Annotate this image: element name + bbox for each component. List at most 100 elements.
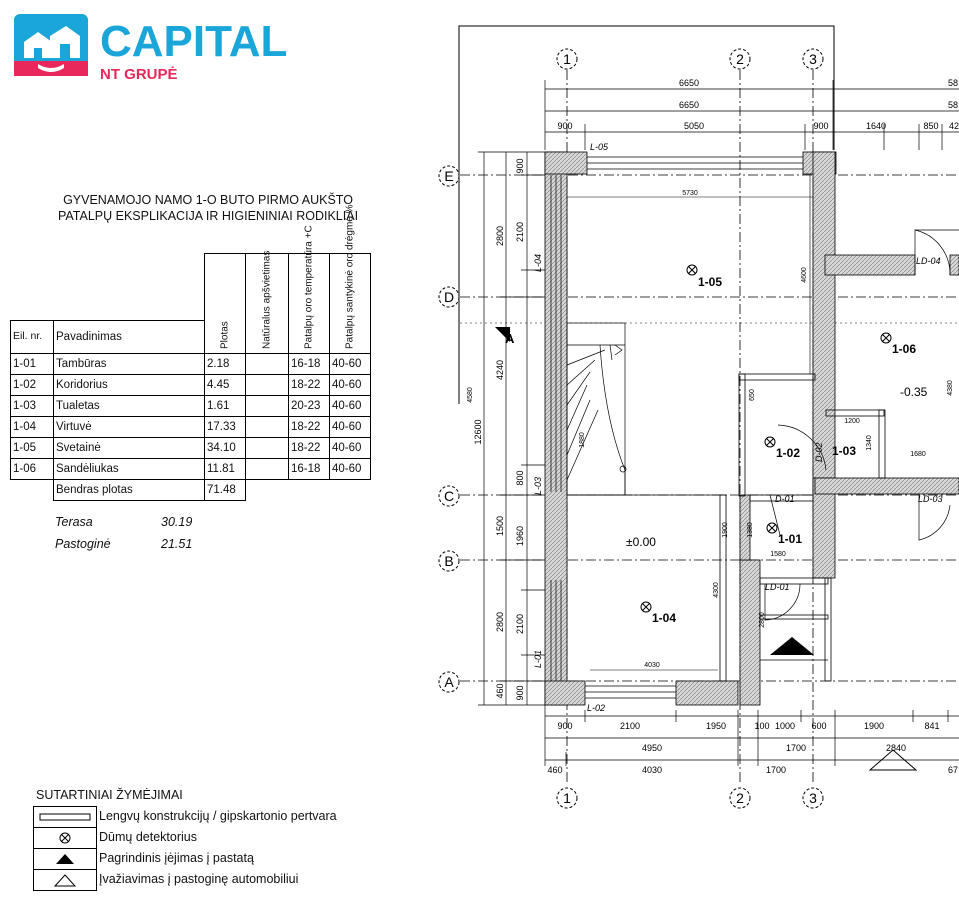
svg-text:100: 100 [754, 721, 769, 731]
svg-text:1900: 1900 [722, 522, 729, 538]
svg-text:2800: 2800 [495, 226, 505, 246]
explication-table: Plotas Natūralus apšvietimas Patalpų oro… [10, 204, 371, 501]
company-logo: CAPITAL NT GRUPĖ [14, 12, 288, 83]
svg-text:2100: 2100 [620, 721, 640, 731]
axis-bubble-D: D [438, 286, 460, 308]
main-entrance-marker [770, 637, 814, 655]
cell-humidity: 40-60 [329, 394, 371, 417]
svg-text:5730: 5730 [682, 190, 698, 197]
svg-text:2800: 2800 [759, 612, 766, 628]
svg-text:1960: 1960 [515, 526, 525, 546]
dimension-lines-left [478, 151, 545, 706]
cell-nr: 1-03 [10, 394, 54, 417]
legend-item-main-entrance: Pagrindinis įėjimas į pastatą [33, 848, 363, 870]
svg-text:1680: 1680 [910, 451, 926, 458]
level-mark-storage: -0.35 [900, 385, 928, 399]
svg-text:5050: 5050 [684, 121, 704, 131]
axis-bubble-1-bottom: 1 [556, 787, 578, 809]
svg-text:1: 1 [563, 51, 571, 67]
svg-text:1200: 1200 [844, 418, 860, 425]
svg-text:2100: 2100 [515, 614, 525, 634]
svg-text:12600: 12600 [473, 419, 483, 444]
svg-text:L-04: L-04 [533, 254, 543, 272]
svg-text:1-02: 1-02 [776, 446, 800, 460]
explication-title: GYVENAMOJO NAMO 1-O BUTO PIRMO AUKŠTO PA… [28, 192, 388, 224]
cell-nr: 1-04 [10, 415, 54, 438]
cell-humidity: 40-60 [329, 415, 371, 438]
cell-nr: 1-01 [10, 352, 54, 375]
terrace-outline [458, 25, 835, 404]
svg-text:58: 58 [948, 78, 958, 88]
axis-bubble-B: B [438, 550, 460, 572]
table-header-row: Plotas Natūralus apšvietimas Patalpų oro… [10, 204, 371, 354]
svg-text:1700: 1700 [786, 743, 806, 753]
svg-text:1950: 1950 [706, 721, 726, 731]
svg-text:850: 850 [923, 121, 938, 131]
svg-text:2: 2 [736, 51, 744, 67]
title-line-2: PATALPŲ EKSPLIKACIJA IR HIGIENINIAI RODI… [57, 209, 359, 223]
room-tags: 1-05 1-06 1-03 1-02 1-01 1-04 [640, 264, 916, 625]
room-tag-1-03: 1-03 [832, 444, 856, 458]
partition-line-icon [39, 813, 91, 821]
walls [544, 151, 959, 706]
cell-name: Virtuvė [53, 415, 205, 438]
cell-temp: 20-23 [288, 394, 330, 417]
table-total-row: Bendras plotas 71.48 [11, 478, 371, 501]
svg-text:B: B [444, 553, 453, 569]
svg-text:900: 900 [557, 721, 572, 731]
svg-text:1880: 1880 [579, 432, 586, 448]
svg-text:67: 67 [948, 765, 958, 775]
svg-text:2800: 2800 [495, 612, 505, 632]
svg-text:900: 900 [813, 121, 828, 131]
element-labels: L-05 L-04 L-03 L-01 L-02 LD-04 LD-03 LD-… [533, 142, 943, 713]
svg-text:L-05: L-05 [590, 142, 609, 152]
section-label: A [505, 331, 515, 346]
header-name: Pavadinimas [53, 319, 205, 354]
svg-text:1-01: 1-01 [778, 532, 802, 546]
windows [550, 156, 803, 699]
svg-text:841: 841 [924, 721, 939, 731]
svg-text:1-04: 1-04 [652, 611, 676, 625]
svg-text:600: 600 [811, 721, 826, 731]
svg-text:4030: 4030 [644, 662, 660, 669]
legend-item-car-entrance: Įvažiavimas į pastoginę automobiliui [33, 869, 363, 891]
cell-name: Tualetas [53, 394, 205, 417]
svg-text:460: 460 [547, 765, 562, 775]
dimension-labels-bottom: 900 2100 1950 100 1000 600 1900 841 4950… [547, 721, 958, 775]
svg-text:900: 900 [515, 158, 525, 173]
room-tag-1-01: 1-01 [766, 522, 802, 546]
svg-text:4950: 4950 [642, 743, 662, 753]
svg-text:1-05: 1-05 [698, 275, 722, 289]
logo-brand: CAPITAL [100, 17, 288, 66]
dimension-labels-top: 6650 58 6650 58 900 5050 900 1640 850 42 [557, 78, 959, 131]
svg-text:42: 42 [949, 121, 959, 131]
svg-text:1640: 1640 [866, 121, 886, 131]
axis-bubble-A: A [438, 671, 460, 693]
svg-text:A: A [444, 674, 454, 690]
svg-text:E: E [444, 168, 453, 184]
total-label: Bendras plotas [53, 478, 205, 501]
legend-title: SUTARTINIAI ŽYMĖJIMAI [36, 788, 183, 802]
svg-text:6650: 6650 [679, 100, 699, 110]
svg-text:4300: 4300 [713, 582, 720, 598]
svg-text:2: 2 [736, 790, 744, 806]
axis-bubble-2-bottom: 2 [729, 787, 751, 809]
svg-text:4600: 4600 [801, 267, 808, 283]
inner-dimensions: 5730 4600 4030 1200 1340 1680 650 1380 1… [567, 175, 954, 671]
svg-text:650: 650 [749, 389, 756, 401]
legend-item-partition: Lengvų konstrukcijų / gipskartonio pertv… [33, 806, 363, 828]
svg-text:L-02: L-02 [587, 703, 605, 713]
svg-text:900: 900 [515, 685, 525, 700]
title-line-1: GYVENAMOJO NAMO 1-O BUTO PIRMO AUKŠTO [63, 193, 353, 207]
logo-house-icon [14, 14, 88, 76]
section-marker-a [495, 327, 510, 342]
cell-humidity: 40-60 [329, 373, 371, 396]
smoke-detector-icon [59, 832, 71, 844]
svg-text:900: 900 [557, 121, 572, 131]
svg-text:L-03: L-03 [533, 477, 543, 495]
